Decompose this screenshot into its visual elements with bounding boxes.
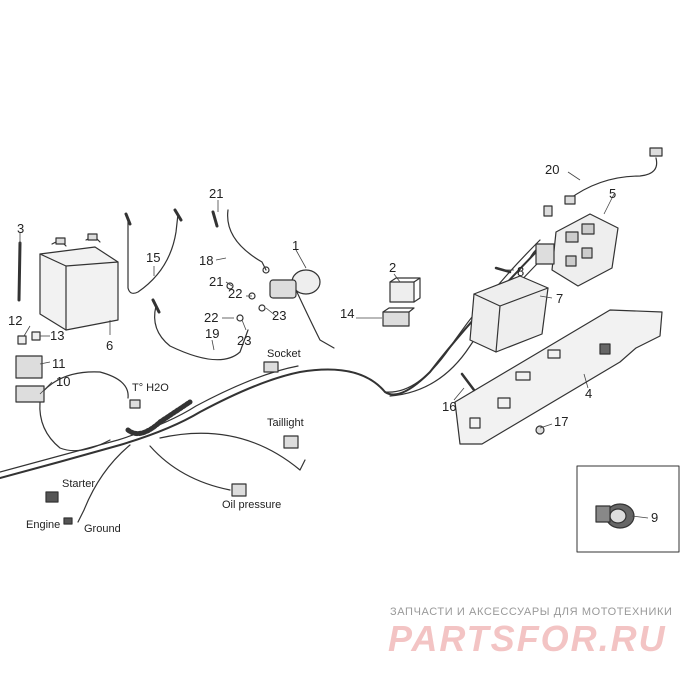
watermark-brand-logo: PARTSFOR.RU: [388, 618, 667, 659]
callout-23: 23: [272, 308, 286, 323]
battery-breather-tube: [17, 241, 22, 302]
voltage-regulator: [551, 213, 619, 287]
relay: [389, 277, 421, 303]
mounting-plate: [454, 309, 663, 445]
callout-22: 22: [204, 310, 218, 325]
callout-18: 18: [199, 253, 213, 268]
callout-12: 12: [8, 313, 22, 328]
callout-22: 22: [228, 286, 242, 301]
fuse: [31, 331, 41, 341]
label-taillight: Taillight: [267, 417, 304, 429]
callout-3: 3: [17, 221, 24, 236]
watermark-tagline: ЗАПЧАСТИ И АКСЕССУАРЫ ДЛЯ МОТОТЕХНИКИ: [390, 606, 673, 618]
callout-13: 13: [50, 328, 64, 343]
label-ground: Ground: [84, 523, 121, 535]
callout-19: 19: [205, 326, 219, 341]
callout-10: 10: [56, 374, 70, 389]
callout-15: 15: [146, 250, 160, 265]
main-harness: [0, 247, 541, 479]
battery-cable: [127, 213, 179, 294]
callout-8: 8: [517, 264, 524, 279]
fuse: [17, 335, 27, 345]
label-starter: Starter: [62, 478, 95, 490]
callout-21: 21: [209, 274, 223, 289]
callout-6: 6: [106, 338, 113, 353]
callout-4: 4: [585, 386, 592, 401]
callout-17: 17: [554, 414, 568, 429]
callout-23: 23: [237, 333, 251, 348]
label-socket: Socket: [267, 348, 301, 360]
ground-cable: [227, 209, 267, 271]
callout-16: 16: [442, 399, 456, 414]
callout-21: 21: [209, 186, 223, 201]
screw: [494, 266, 512, 274]
nut: [535, 425, 545, 435]
callout-14: 14: [340, 306, 354, 321]
accessory-socket: [595, 503, 635, 529]
callout-2: 2: [389, 260, 396, 275]
label-engine: Engine: [26, 519, 60, 531]
callout-11: 11: [52, 356, 66, 371]
label-oil-pressure: Oil pressure: [222, 499, 281, 511]
battery: [39, 233, 119, 331]
fuse-box: [15, 355, 43, 379]
relay-holder: [382, 307, 415, 327]
ecu: [469, 275, 549, 353]
accessory-socket-inset: [576, 465, 680, 553]
sensor-cable: [567, 157, 658, 201]
callout-9: 9: [651, 510, 658, 525]
callout-7: 7: [556, 291, 563, 306]
starter-relay: [269, 269, 335, 349]
fuse-box-holder: [15, 385, 45, 403]
screw: [460, 372, 476, 392]
label-t-h2o: T° H2O: [132, 382, 169, 394]
starter-cable: [154, 305, 249, 361]
callout-1: 1: [292, 238, 299, 253]
callout-5: 5: [609, 186, 616, 201]
callout-20: 20: [545, 162, 559, 177]
